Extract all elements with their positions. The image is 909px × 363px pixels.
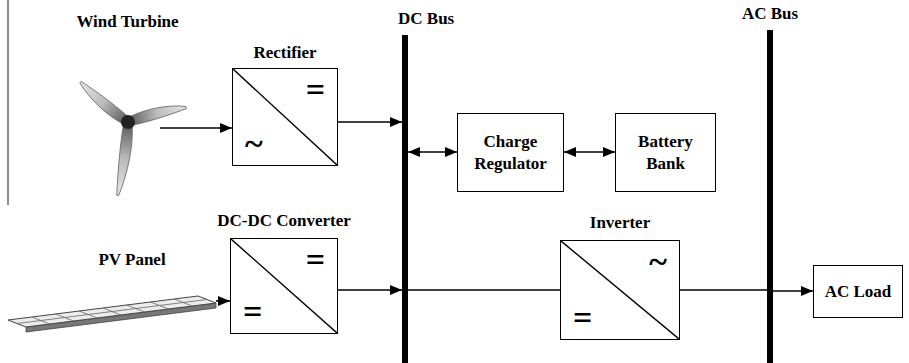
pv-panel-drawing bbox=[8, 296, 216, 332]
node-label: Inverter bbox=[590, 214, 650, 233]
connector bbox=[408, 151, 457, 153]
inverter-box: Inverter~= bbox=[560, 240, 680, 340]
connector bbox=[680, 289, 767, 291]
charge-regulator-box: Charge Regulator bbox=[457, 113, 564, 192]
converter-symbol: = bbox=[243, 295, 262, 329]
node-label: PV Panel bbox=[98, 251, 165, 270]
dc-dc-converter-box: DC-DC Converter== bbox=[230, 238, 338, 334]
node-label: Rectifier bbox=[253, 44, 316, 63]
connector bbox=[338, 289, 402, 291]
converter-symbol: ~ bbox=[245, 127, 263, 161]
connector bbox=[773, 290, 813, 292]
connector bbox=[408, 289, 560, 291]
node-label: DC-DC Converter bbox=[217, 212, 351, 231]
connector bbox=[338, 121, 402, 123]
converter-symbol: = bbox=[306, 243, 325, 277]
frame-line bbox=[7, 0, 8, 205]
rectifier-box: Rectifier=~ bbox=[232, 68, 338, 166]
converter-symbol: ~ bbox=[649, 245, 667, 279]
box-label: Battery Bank bbox=[620, 131, 711, 174]
connector bbox=[216, 300, 230, 302]
node-label: DC Bus bbox=[398, 10, 454, 29]
pv-panel: PV Panel bbox=[8, 294, 216, 334]
connector bbox=[160, 127, 232, 129]
node-label: AC Bus bbox=[742, 5, 798, 24]
wind-turbine: Wind Turbine bbox=[95, 40, 160, 200]
ac-bus: AC Bus bbox=[767, 30, 773, 363]
dc-bus: DC Bus bbox=[402, 35, 408, 363]
box-label: Charge Regulator bbox=[462, 131, 559, 174]
wind-turbine-drawing bbox=[76, 79, 187, 196]
ac-load-box: AC Load bbox=[813, 265, 903, 318]
battery-bank-box: Battery Bank bbox=[615, 113, 716, 192]
converter-symbol: = bbox=[573, 301, 592, 335]
converter-symbol: = bbox=[306, 73, 325, 107]
box-label: AC Load bbox=[825, 281, 892, 302]
node-label: Wind Turbine bbox=[76, 13, 178, 32]
connector bbox=[564, 151, 615, 153]
